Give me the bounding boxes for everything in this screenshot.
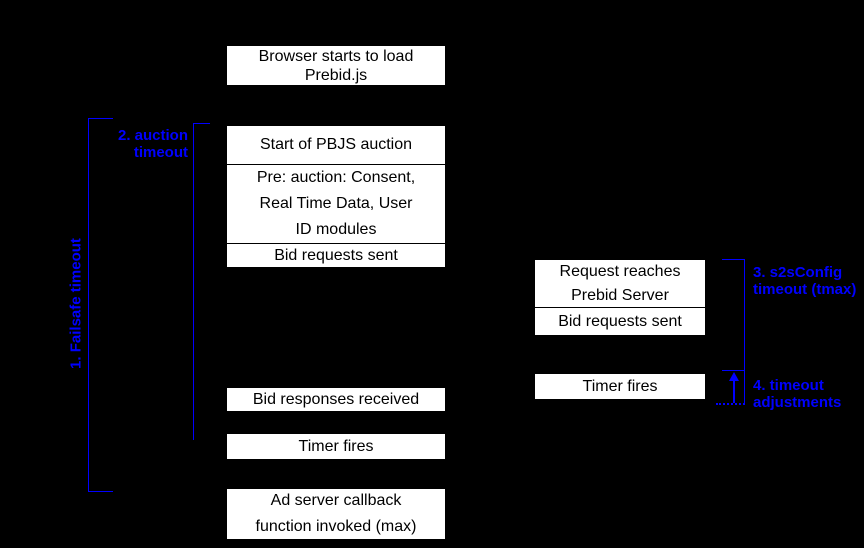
timer-fires-right-box: Timer fires xyxy=(534,373,706,400)
bid-requests-sent-left-box: Bid requests sent xyxy=(226,243,446,268)
s2s-timeout-bracket xyxy=(722,259,745,371)
browser-load-box: Browser starts to load Prebid.js xyxy=(226,45,446,86)
ad-server-callback-box: Ad server callback function invoked (max… xyxy=(226,488,446,540)
box-text-line: ID modules xyxy=(295,221,377,238)
bid-requests-sent-right-box: Bid requests sent xyxy=(534,307,706,336)
box-text-line: Prebid Server xyxy=(571,286,669,304)
auction-timeout-label: 2. auction timeout xyxy=(88,127,188,161)
timer-fires-left-box: Timer fires xyxy=(226,433,446,460)
failsafe-timeout-bracket xyxy=(88,118,113,492)
start-auction-box: Start of PBJS auction xyxy=(226,125,446,165)
box-text-line: Real Time Data, User xyxy=(259,195,413,212)
up-arrow-icon xyxy=(729,372,739,381)
auction-timeout-bracket xyxy=(193,123,210,440)
box-text-line: Browser starts to load xyxy=(258,47,414,65)
box-text-line: Start of PBJS auction xyxy=(259,136,413,153)
failsafe-timeout-label: 1. Failsafe timeout xyxy=(67,238,85,369)
box-text-line: Prebid.js xyxy=(304,66,368,84)
timeout-adjustment-dotted-line xyxy=(716,403,745,405)
box-text-line: Bid requests sent xyxy=(558,312,682,330)
timeout-adjustment-line xyxy=(722,371,745,404)
box-text-line: Ad server callback xyxy=(270,492,402,509)
label-line: adjustments xyxy=(753,394,842,411)
box-text-line: Pre: auction: Consent, xyxy=(256,169,416,186)
s2s-timeout-label: 3. s2sConfig timeout (tmax) xyxy=(753,264,856,298)
label-line: timeout xyxy=(133,144,188,161)
label-line: 3. s2sConfig xyxy=(753,264,843,281)
request-reaches-server-box: Request reaches Prebid Server xyxy=(534,259,706,308)
box-text-line: Timer fires xyxy=(582,377,658,395)
label-line: 2. auction xyxy=(117,127,188,144)
pre-auction-modules-box: Pre: auction: Consent, Real Time Data, U… xyxy=(226,164,446,244)
box-text-line: function invoked (max) xyxy=(255,518,417,535)
label-line: timeout (tmax) xyxy=(753,281,857,298)
box-text-line: Request reaches xyxy=(559,262,681,280)
timeout-adjustments-label: 4. timeout adjustments xyxy=(753,377,841,411)
box-text-line: Timer fires xyxy=(298,437,374,455)
label-line: 4. timeout xyxy=(753,377,824,394)
box-text-line: Bid responses received xyxy=(252,390,420,408)
bid-responses-received-box: Bid responses received xyxy=(226,387,446,412)
box-text-line: Bid requests sent xyxy=(274,246,398,264)
up-arrow-shaft xyxy=(733,380,735,403)
